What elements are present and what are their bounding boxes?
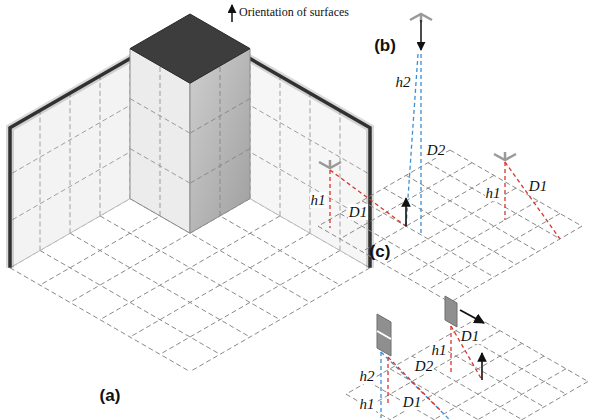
sensor-fixture <box>329 160 332 168</box>
orientation-arrow <box>460 310 484 323</box>
wall-plate-stripe <box>377 331 391 339</box>
height-line <box>380 352 381 418</box>
floor-grid-line <box>190 268 370 372</box>
distance-line <box>451 326 482 380</box>
height-symbol: h1 <box>431 342 448 359</box>
floor-grid-line <box>70 233 250 337</box>
floor-grid-line <box>406 175 538 251</box>
ceiling-sensors-scene <box>318 14 582 302</box>
wall-sensors-scene <box>346 296 588 420</box>
height-line <box>387 357 388 406</box>
floor-grid-line <box>412 356 522 420</box>
distance-symbol: D1 <box>528 178 548 195</box>
wall-plate <box>445 296 457 327</box>
cube-grid-line <box>190 149 250 184</box>
orientation-arrow <box>231 5 233 22</box>
distance-line <box>505 162 560 239</box>
height-line <box>504 162 505 220</box>
panel-label: (a) <box>99 387 122 406</box>
room-with-cube <box>10 14 370 372</box>
distance-line <box>381 352 452 420</box>
wall-plate <box>377 314 391 356</box>
wall-grid-line <box>340 111 341 251</box>
orientation-arrow <box>405 198 407 226</box>
cube-grid-line <box>130 149 190 184</box>
floor-grid-line <box>428 163 560 239</box>
distance-line <box>330 170 406 226</box>
height-symbol: h2 <box>395 74 412 91</box>
distance-symbol: D1 <box>460 328 480 345</box>
height-line <box>329 170 330 228</box>
floor-grid-line <box>450 150 582 226</box>
floor-grid-line <box>390 343 522 419</box>
floor-grid-line <box>346 394 456 420</box>
distance-symbol: D2 <box>414 358 434 375</box>
cube-grid-line <box>220 66 221 216</box>
wall-grid-line <box>280 76 281 216</box>
panel-label: (b) <box>373 37 397 56</box>
wall-grid-line <box>70 93 71 233</box>
distance-symbol: D2 <box>426 142 446 159</box>
floor-grid-line <box>362 201 494 277</box>
wall-grid-line <box>100 76 101 216</box>
height-symbol: h1 <box>485 185 502 202</box>
floor-grid-line <box>318 226 450 302</box>
floor-grid-line <box>10 268 190 372</box>
height-line <box>420 54 421 235</box>
floor-grid-line <box>412 356 544 420</box>
cube-grid-line <box>130 99 190 134</box>
floor-grid-line <box>478 318 588 382</box>
sensor-fixture <box>504 152 507 160</box>
height-line <box>450 326 451 372</box>
orientation-icon <box>232 5 233 22</box>
floor-grid-line <box>368 382 478 420</box>
cube-grid-line <box>160 66 161 216</box>
wall-grid-line <box>310 93 311 233</box>
orientation-arrow <box>420 20 422 50</box>
orientation-arrow <box>481 353 483 380</box>
floor-grid-line <box>434 343 544 407</box>
floor-grid-line <box>40 251 220 355</box>
wall-grid-line <box>40 111 41 251</box>
distance-symbol: D1 <box>402 394 422 411</box>
caption-note: Orientation of surfaces <box>238 6 350 19</box>
height-symbol: h1 <box>359 396 376 413</box>
distance-symbol: D1 <box>348 204 368 221</box>
distance-line <box>388 357 442 412</box>
height-symbol: h2 <box>359 368 376 385</box>
panel-label: (c) <box>369 243 392 262</box>
cube-top-face <box>130 14 250 83</box>
cube-grid-line <box>190 99 250 134</box>
floor-grid-line <box>340 163 472 239</box>
floor-grid-line <box>456 382 588 420</box>
height-symbol: h1 <box>310 192 327 209</box>
floor-grid-line <box>434 369 566 420</box>
